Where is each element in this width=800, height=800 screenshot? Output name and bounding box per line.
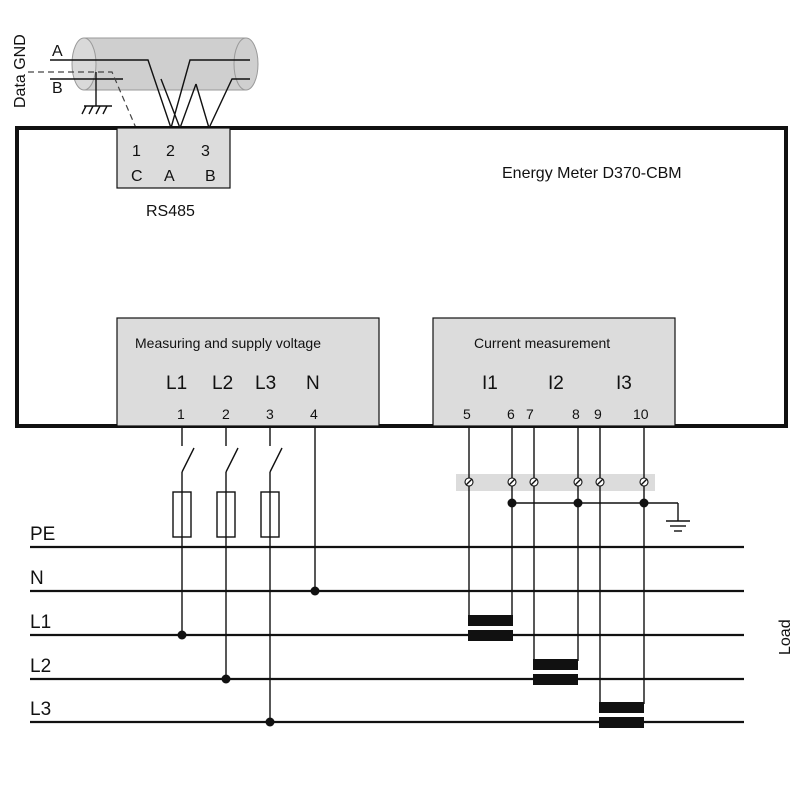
rs485-signal-a: A	[164, 168, 175, 185]
meter-housing	[15, 126, 788, 428]
voltage-terminal-1: 1	[177, 406, 185, 422]
data-cable: Data GND A B	[12, 34, 259, 130]
voltage-phase-n: N	[306, 373, 320, 394]
twisted-pair-3	[195, 78, 250, 130]
current-terminal-9: 9	[594, 406, 602, 422]
voltage-terminal-4: 4	[310, 406, 318, 422]
switch-l1	[181, 447, 195, 473]
current-terminal-10: 10	[633, 406, 649, 422]
current-block-title: Current measurement	[474, 335, 610, 351]
voltage-wiring	[172, 426, 320, 727]
wire-a	[50, 59, 172, 129]
voltage-terminal-3: 3	[266, 406, 274, 422]
junction-l2	[221, 674, 231, 684]
twisted-pair-1	[170, 59, 250, 129]
data-gnd-label: Data GND	[12, 34, 29, 108]
junction-l3	[265, 717, 275, 727]
switch-l3	[269, 447, 283, 473]
cable-ground-icon	[81, 72, 112, 115]
bus-lines: PE N L1 L2 L3	[30, 524, 744, 724]
cable-sheath	[71, 37, 259, 91]
meter-title: Energy Meter D370-CBM	[502, 165, 682, 182]
terminal-strip	[456, 474, 655, 491]
bus-label-pe: PE	[30, 524, 55, 545]
rs485-pin-3: 3	[201, 143, 210, 160]
bus-label-l3: L3	[30, 699, 51, 720]
rs485-signal-b: B	[205, 168, 216, 185]
ground-icon	[666, 503, 690, 532]
current-channel-i3: I3	[616, 373, 632, 394]
voltage-terminal-2: 2	[222, 406, 230, 422]
current-transformer-l2	[533, 659, 578, 670]
voltage-phase-l3: L3	[255, 373, 276, 394]
current-terminal-5: 5	[463, 406, 471, 422]
rs485-signal-c: C	[131, 168, 143, 185]
voltage-phase-l2: L2	[212, 373, 233, 394]
bus-label-n: N	[30, 568, 44, 589]
current-wiring	[456, 426, 690, 728]
rs485-pin-2: 2	[166, 143, 175, 160]
load-label: Load	[777, 619, 794, 655]
rs485-pin-1: 1	[132, 143, 141, 160]
current-terminal-block: Current measurement I1 I2 I3 5 6 7 8 9 1…	[432, 317, 676, 427]
current-terminal-8: 8	[572, 406, 580, 422]
wire-b-label: B	[52, 80, 63, 97]
rs485-label: RS485	[146, 203, 195, 220]
junction-l1	[177, 630, 187, 640]
junction-n	[310, 586, 320, 596]
wire-a-label: A	[52, 43, 63, 60]
current-channel-i1: I1	[482, 373, 498, 394]
screen-dashed	[28, 71, 137, 129]
current-transformer-l1	[468, 615, 513, 626]
voltage-block-title: Measuring and supply voltage	[135, 335, 321, 351]
current-transformer-l3	[599, 702, 644, 713]
bus-label-l1: L1	[30, 612, 51, 633]
current-terminal-6: 6	[507, 406, 515, 422]
voltage-phase-l1: L1	[166, 373, 187, 394]
switch-l2	[225, 447, 239, 473]
rs485-terminal-block: 1 2 3 C A B	[116, 127, 231, 189]
current-terminal-7: 7	[526, 406, 534, 422]
voltage-terminal-block: Measuring and supply voltage L1 L2 L3 N …	[116, 317, 380, 427]
bus-label-l2: L2	[30, 656, 51, 677]
current-channel-i2: I2	[548, 373, 564, 394]
